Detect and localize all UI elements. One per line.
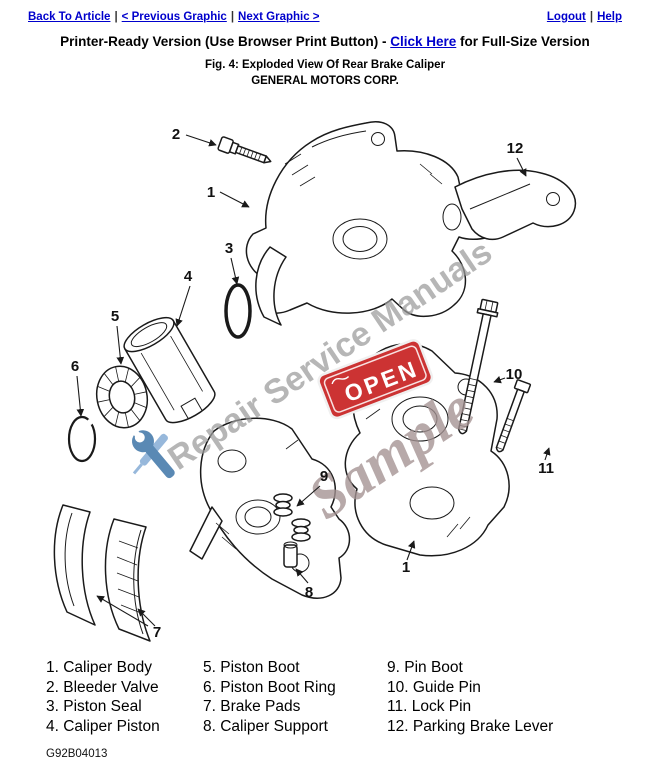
callout-3: 3 — [225, 240, 233, 257]
exploded-diagram: Repair Service Manuals Sample OPEN — [53, 121, 577, 642]
printer-ready-title: Printer-Ready Version (Use Browser Print… — [0, 34, 650, 49]
nav-separator: | — [589, 11, 594, 23]
legend-item: 4. Caliper Piston — [46, 717, 160, 735]
legend-column-2: 5. Piston Boot 6. Piston Boot Ring 7. Br… — [203, 658, 387, 736]
bleeder-valve-drawing — [217, 136, 272, 164]
figure-caption: Fig. 4: Exploded View Of Rear Brake Cali… — [204, 59, 446, 71]
callout-leader-lines — [76, 134, 551, 627]
parts-legend: 1. Caliper Body 2. Bleeder Valve 3. Pist… — [0, 658, 650, 736]
previous-graphic-link[interactable]: < Previous Graphic — [121, 11, 227, 23]
callout-8: 8 — [305, 584, 313, 601]
document-code: G92B04013 — [46, 748, 108, 760]
legend-column-1: 1. Caliper Body 2. Bleeder Valve 3. Pist… — [46, 658, 203, 736]
nav-separator: | — [230, 11, 235, 23]
caliper-piston-drawing — [123, 316, 216, 424]
callout-1-bottom: 1 — [402, 559, 410, 576]
caliper-support-drawing — [189, 417, 351, 599]
piston-seal-drawing — [224, 283, 252, 339]
company-name: GENERAL MOTORS CORP. — [251, 75, 399, 87]
brake-pads-drawing — [53, 504, 151, 642]
pin-boot-drawing — [273, 493, 311, 542]
callout-7: 7 — [153, 624, 161, 641]
callout-2: 2 — [172, 126, 180, 143]
top-navigation: Back To Article|< Previous Graphic|Next … — [0, 0, 650, 25]
callout-6: 6 — [71, 358, 79, 375]
next-graphic-link[interactable]: Next Graphic > — [238, 11, 320, 23]
callout-10: 10 — [506, 366, 523, 383]
logout-link[interactable]: Logout — [546, 11, 586, 23]
legend-item: 3. Piston Seal — [46, 698, 142, 715]
callout-9: 9 — [320, 468, 328, 485]
legend-item: 6. Piston Boot Ring — [203, 678, 336, 696]
callout-11: 11 — [538, 460, 554, 477]
parking-brake-lever-drawing — [454, 169, 577, 241]
piston-boot-ring-drawing — [67, 415, 97, 463]
lock-pin-drawing — [495, 379, 532, 453]
back-to-article-link[interactable]: Back To Article — [28, 11, 111, 23]
tools-watermark-icon — [131, 428, 175, 479]
printer-ready-suffix: for Full-Size Version — [456, 34, 590, 49]
legend-item: 7. Brake Pads — [203, 698, 301, 715]
full-size-version-link[interactable]: Click Here — [390, 34, 457, 49]
callout-numbers: 2 1 12 3 4 5 6 7 9 8 1 10 11 — [71, 126, 554, 641]
help-link[interactable]: Help — [597, 11, 622, 23]
piston-boot-drawing — [95, 365, 149, 429]
caliper-body-drawing — [245, 121, 508, 326]
legend-item: 9. Pin Boot — [387, 659, 463, 676]
nav-separator: | — [114, 11, 118, 23]
legend-item: 11. Lock Pin — [387, 698, 472, 715]
nav-right: Logout|Help — [547, 7, 622, 25]
callout-5: 5 — [111, 308, 119, 325]
caliper-support-sleeve-drawing — [283, 541, 298, 568]
legend-item: 5. Piston Boot — [203, 659, 300, 676]
legend-item: 8. Caliper Support — [203, 717, 328, 735]
callout-1-top: 1 — [207, 184, 215, 201]
guide-pin-drawing — [457, 298, 499, 435]
legend-item: 1. Caliper Body — [46, 659, 152, 676]
legend-item: 2. Bleeder Valve — [46, 678, 159, 696]
nav-left: Back To Article|< Previous Graphic|Next … — [28, 7, 320, 25]
callout-4: 4 — [184, 268, 193, 285]
callout-12: 12 — [507, 140, 524, 157]
legend-item: 10. Guide Pin — [387, 678, 481, 696]
legend-column-3: 9. Pin Boot 10. Guide Pin 11. Lock Pin 1… — [387, 658, 617, 736]
legend-item: 12. Parking Brake Lever — [387, 717, 554, 735]
printer-ready-prefix: Printer-Ready Version (Use Browser Print… — [60, 34, 391, 49]
